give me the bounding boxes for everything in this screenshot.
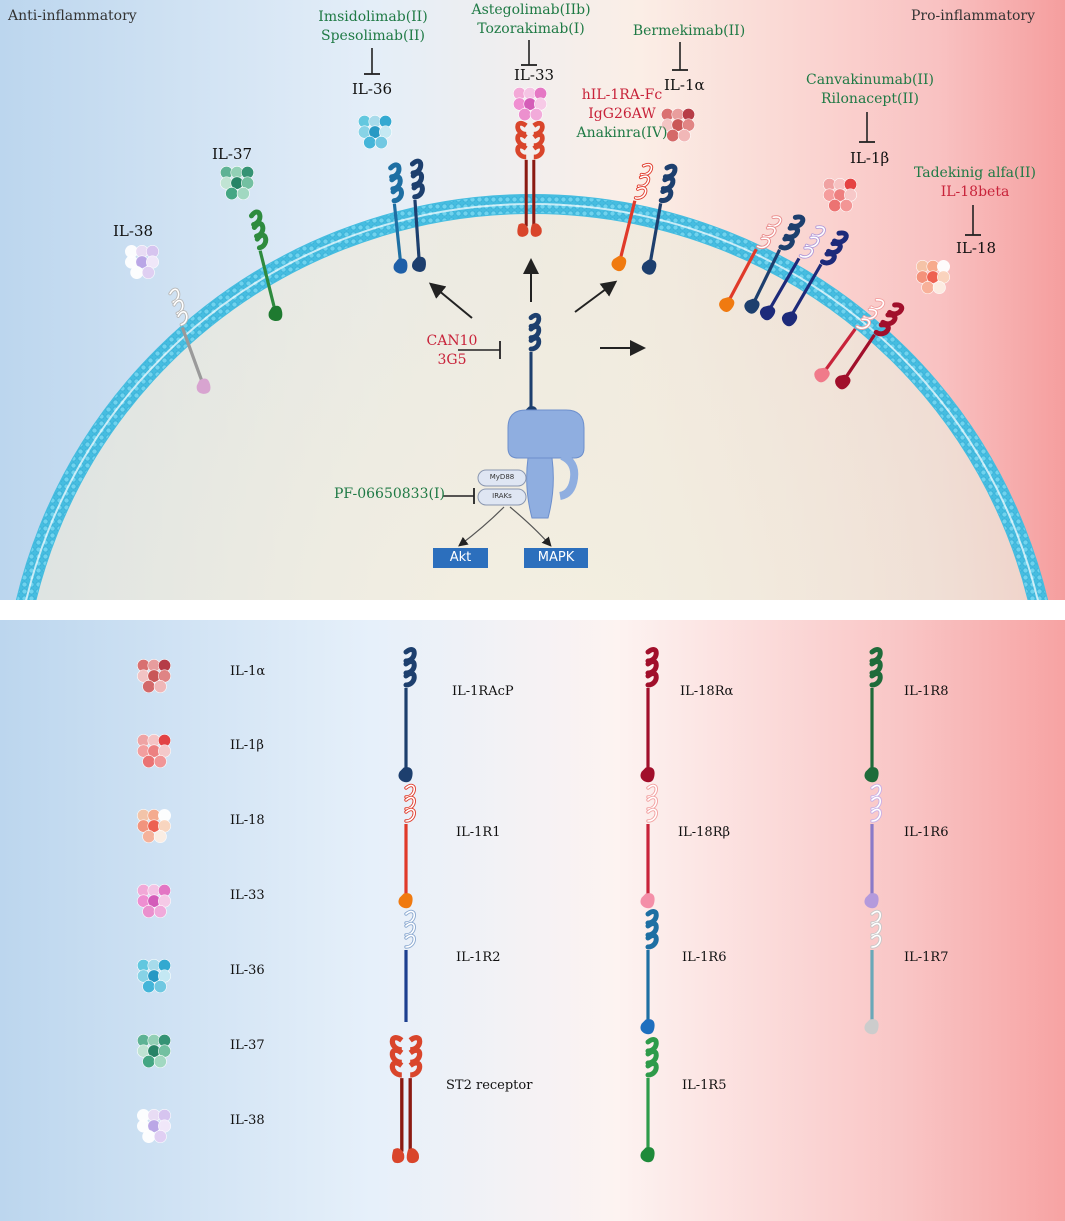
mapk-box: MAPK bbox=[524, 548, 588, 568]
drug-il18beta: IL-18beta bbox=[940, 184, 1010, 200]
legend-cluster-il37 bbox=[137, 1034, 172, 1069]
st2-receptor bbox=[515, 121, 545, 237]
il37-receptor bbox=[248, 209, 283, 321]
legend-label-il1r8: IL-1R8 bbox=[904, 684, 949, 699]
legend-il1r6-purple bbox=[864, 783, 882, 909]
il1r6-receptor bbox=[759, 225, 826, 321]
legend-label-il1a: IL-1α bbox=[230, 664, 266, 679]
arrow-to-il1r1 bbox=[574, 280, 618, 313]
drug-hil1ra-fc: hIL-1RA-Fc bbox=[581, 87, 663, 103]
legend-panel: IL-1α IL-1β IL-18 IL-33 IL-36 IL-37 IL-3… bbox=[0, 620, 1065, 1221]
legend-il18rb bbox=[640, 783, 658, 909]
ligand-label-il33: IL-33 bbox=[514, 66, 555, 84]
drug-bermekimab: Bermekimab(II) bbox=[632, 23, 746, 39]
legend-label-il1r6-col3: IL-1R6 bbox=[682, 950, 727, 965]
ligand-label-il36: IL-36 bbox=[352, 80, 393, 98]
anti-inflammatory-label: Anti-inflammatory bbox=[8, 8, 137, 24]
akt-box: Akt bbox=[433, 548, 488, 568]
legend-label-il33: IL-33 bbox=[230, 888, 265, 903]
legend-label-il1r1: IL-1R1 bbox=[456, 825, 501, 840]
legend-label-il37: IL-37 bbox=[230, 1038, 265, 1053]
legend-graphics bbox=[137, 647, 883, 1164]
legend-label-il1b: IL-1β bbox=[230, 738, 264, 753]
legend-label-il1r5: IL-1R5 bbox=[682, 1078, 727, 1093]
drug-igg26aw: IgG26AW bbox=[588, 106, 656, 122]
legend-il1r6-blue bbox=[640, 909, 659, 1035]
legend-cluster-il18 bbox=[137, 809, 172, 844]
legend-label-st2: ST2 receptor bbox=[446, 1078, 533, 1093]
legend-label-il1r6-col4: IL-1R6 bbox=[904, 825, 949, 840]
legend-cluster-il38 bbox=[137, 1109, 172, 1144]
drug-rilonacept: Rilonacept(II) bbox=[821, 91, 919, 107]
ligand-label-il1b: IL-1β bbox=[850, 149, 890, 167]
legend-il1racp bbox=[398, 647, 417, 783]
membrane-core bbox=[25, 203, 1039, 600]
legend-label-il38: IL-38 bbox=[230, 1113, 265, 1128]
drug-tozorakimab: Tozorakimab(I) bbox=[477, 21, 585, 37]
legend-il1r2 bbox=[404, 909, 416, 1022]
il33-cluster bbox=[512, 87, 547, 122]
inhibitor-bar-il1a bbox=[672, 42, 688, 71]
drug-pf-06650833: PF-06650833(I) bbox=[334, 486, 445, 502]
top-panel: Anti-inflammatory Pro-inflammatory Imsid… bbox=[0, 0, 1065, 600]
legend-il18ra bbox=[640, 647, 659, 783]
il18-cluster bbox=[915, 260, 950, 295]
inhibitor-bar-il36 bbox=[364, 48, 380, 75]
myd88-label: MyD88 bbox=[489, 473, 515, 481]
pro-inflammatory-label: Pro-inflammatory bbox=[910, 8, 1035, 24]
ligand-label-il18: IL-18 bbox=[956, 239, 997, 257]
legend-il1r7 bbox=[864, 909, 882, 1035]
legend-st2 bbox=[389, 1035, 423, 1164]
legend-label-il1r2: IL-1R2 bbox=[456, 950, 501, 965]
drug-tadekinig-alfa: Tadekinig alfa(II) bbox=[913, 165, 1037, 181]
legend-label-il18rb: IL-18Rβ bbox=[678, 825, 731, 840]
drug-canvakinumab: Canvakinumab(II) bbox=[806, 72, 934, 88]
legend-label-il18ra: IL-18Rα bbox=[680, 684, 734, 699]
legend-label-il1r7: IL-1R7 bbox=[904, 950, 949, 965]
arrow-to-akt bbox=[458, 506, 505, 547]
drug-can10: CAN10 bbox=[426, 333, 478, 349]
drug-imsidolimab: Imsidolimab(II) bbox=[318, 9, 428, 25]
drug-astegolimab: Astegolimab(IIb) bbox=[471, 2, 591, 18]
ligand-label-il1a: IL-1α bbox=[664, 76, 705, 94]
il18-rb bbox=[814, 298, 886, 383]
arrow-to-mapk bbox=[509, 506, 552, 547]
il36-receptor-a bbox=[388, 162, 408, 274]
inhibitor-bar-il1b bbox=[859, 112, 875, 143]
legend-il1r5 bbox=[640, 1037, 659, 1163]
il1b-cluster bbox=[822, 178, 857, 213]
arrow-to-il36 bbox=[428, 282, 473, 319]
legend-il1r8 bbox=[864, 647, 883, 783]
il38-cluster bbox=[125, 245, 160, 280]
legend-cluster-il1b bbox=[137, 734, 172, 769]
legend-cluster-il1a bbox=[137, 659, 172, 694]
il1a-cluster bbox=[660, 108, 695, 143]
myd88-scaffold bbox=[477, 409, 585, 519]
inhibitor-bar-il18 bbox=[965, 205, 981, 236]
drug-3g5: 3G5 bbox=[437, 352, 467, 368]
ligand-label-il37: IL-37 bbox=[212, 145, 253, 163]
il36-cluster bbox=[357, 115, 392, 150]
legend-label-il36: IL-36 bbox=[230, 963, 265, 978]
drug-anakinra: Anakinra(IV) bbox=[576, 125, 668, 141]
ligand-label-il38: IL-38 bbox=[113, 222, 154, 240]
inhibitor-bar-il33 bbox=[521, 40, 537, 66]
il36-racp bbox=[409, 158, 426, 272]
legend-il1r1 bbox=[398, 783, 416, 909]
legend-label-il18: IL-18 bbox=[230, 813, 265, 828]
il37-cluster bbox=[220, 166, 255, 201]
legend-label-il1racp: IL-1RAcP bbox=[452, 684, 514, 699]
il1r1-racp bbox=[641, 163, 678, 275]
il1r6-racp bbox=[781, 230, 849, 327]
il1b-racp bbox=[744, 214, 806, 314]
il38-receptor bbox=[168, 287, 211, 394]
iraks-label: IRAKs bbox=[492, 492, 512, 500]
il1r1-receptor bbox=[611, 162, 654, 272]
il18-ra bbox=[835, 302, 905, 390]
legend-cluster-il36 bbox=[137, 959, 172, 994]
drug-spesolimab: Spesolimab(II) bbox=[321, 28, 425, 44]
il1b-receptor-r1 bbox=[719, 215, 783, 313]
membrane-diagram bbox=[16, 40, 1048, 600]
legend-cluster-il33 bbox=[137, 884, 172, 919]
